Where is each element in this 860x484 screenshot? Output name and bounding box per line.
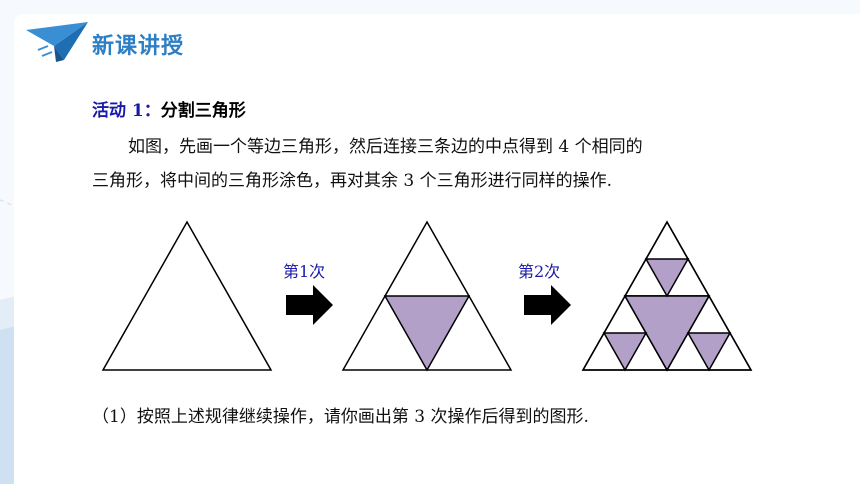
shaded-triangle-top (644, 258, 690, 298)
step-1-label: 第1次 (283, 262, 325, 281)
activity-heading: 活动 1：分割三角形 (92, 96, 246, 121)
arrow-right-icon (286, 285, 333, 325)
activity-label: 活动 1： (92, 101, 161, 121)
activity-topic: 分割三角形 (160, 101, 246, 121)
activity-description: 如图，先画一个等边三角形，然后连接三条边的中点得到 4 个相同的 三角形，将中间… (92, 130, 792, 198)
description-line-2: 三角形，将中间的三角形涂色，再对其余 3 个三角形进行同样的操作. (92, 171, 613, 191)
triangle-stage-0 (101, 220, 273, 371)
page-title: 新课讲授 (92, 34, 185, 59)
description-line-1: 如图，先画一个等边三角形，然后连接三条边的中点得到 4 个相同的 (128, 137, 643, 157)
shaded-triangle-stage-1 (383, 295, 471, 372)
question-1: （1）按照上述规律继续操作，请你画出第 3 次操作后得到的图形. (92, 407, 589, 427)
arrow-right-icon (524, 285, 571, 325)
shaded-triangle-right (686, 332, 732, 372)
paper-plane-icon (26, 22, 88, 62)
step-2-label: 第2次 (518, 262, 560, 281)
shaded-triangle-left (602, 332, 648, 372)
content-card (14, 14, 860, 484)
